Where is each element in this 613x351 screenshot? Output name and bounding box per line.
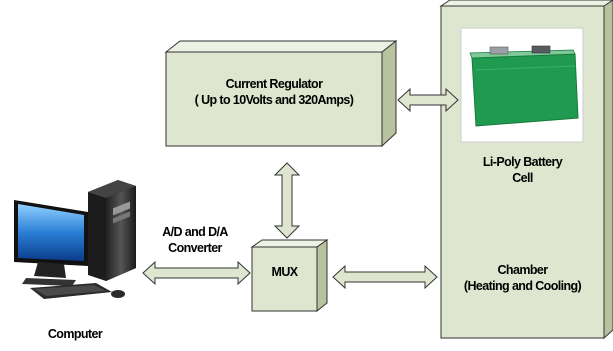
converter-line2: Converter (168, 241, 222, 255)
battery-cell-label: Li-Poly Battery Cell (441, 154, 604, 186)
converter-line1: A/D and D/A (162, 225, 228, 239)
arrow-mux-chamber (332, 264, 438, 290)
battery-image (460, 27, 584, 143)
mux-block (250, 239, 329, 313)
chamber-line1: Chamber (497, 263, 549, 277)
arrow-regulator-mux (273, 162, 301, 239)
battery-cell-line2: Cell (512, 171, 533, 185)
computer-label: Computer (47, 327, 103, 341)
current-regulator-line1: Current Regulator (225, 77, 323, 91)
current-regulator-block (164, 39, 398, 148)
computer-icon (14, 180, 136, 299)
arrow-computer-mux (142, 260, 251, 286)
current-regulator-line2: ( Up to 10Volts and 320Amps) (194, 93, 354, 107)
arrow-regulator-battery (397, 87, 459, 113)
battery-cell-line1: Li-Poly Battery (482, 155, 563, 169)
mux-label: MUX (271, 265, 299, 279)
chamber-line2: (Heating and Cooling) (463, 279, 582, 293)
converter-label: A/D and D/A Converter (140, 224, 250, 256)
current-regulator-label: Current Regulator ( Up to 10Volts and 32… (166, 76, 382, 108)
chamber-label: Chamber (Heating and Cooling) (441, 262, 604, 294)
